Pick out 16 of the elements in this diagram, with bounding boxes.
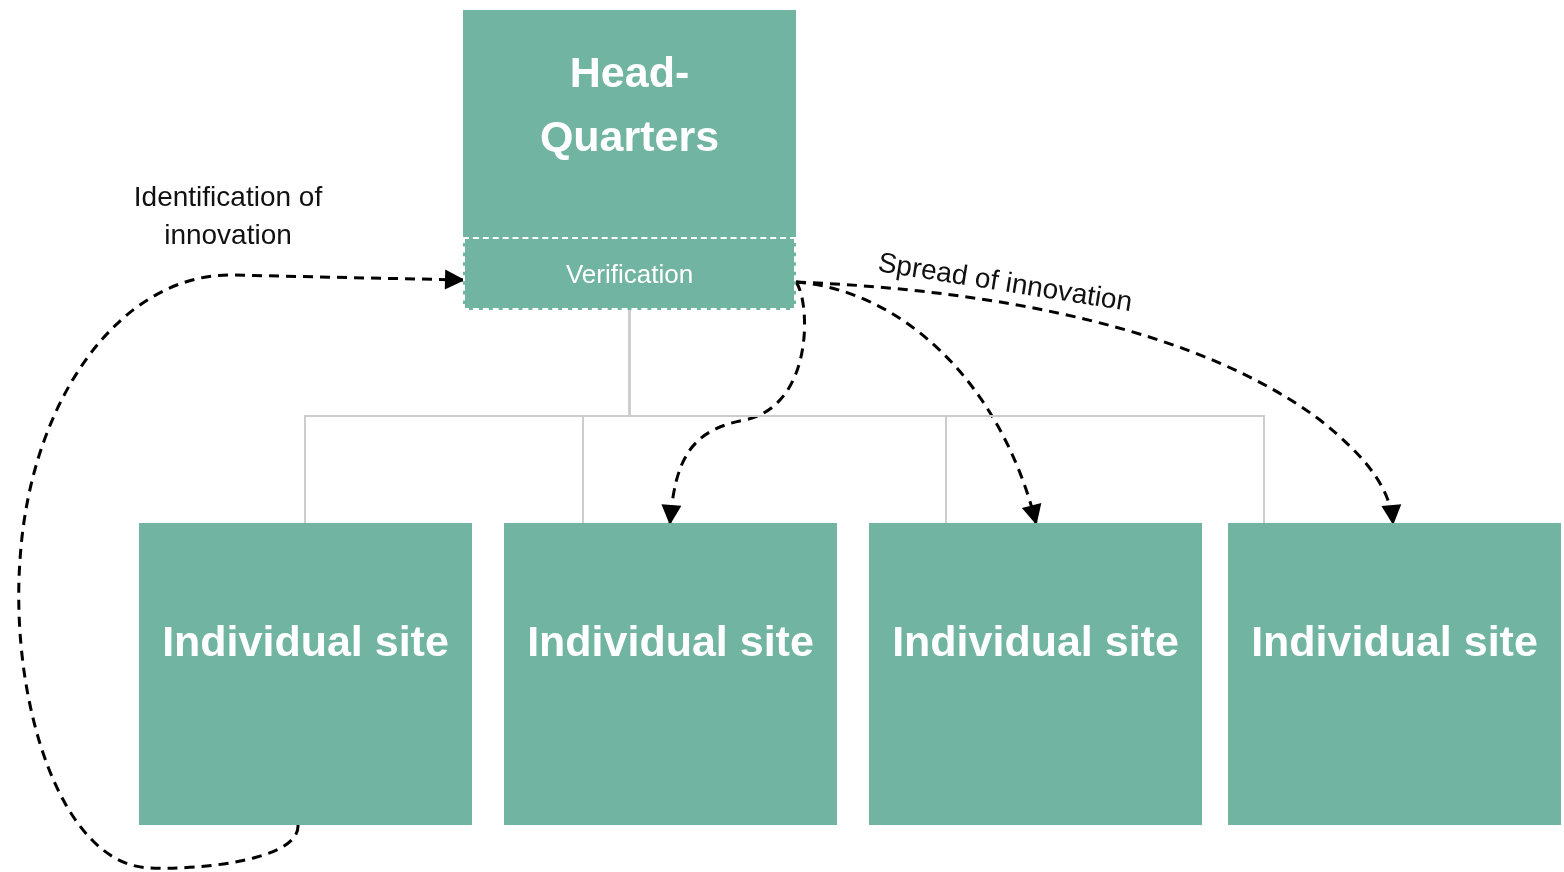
site-box [869,523,1202,825]
site-box [1228,523,1561,825]
dashed-arrow [795,280,1401,525]
box-title: Individual site [161,616,450,667]
site-box [139,523,472,825]
dashed-arrow [17,269,465,870]
box-title: Head-Quarters [538,47,721,162]
box-title: Individual site [891,616,1180,667]
site-box [504,523,837,825]
box-label: Verification [564,258,695,291]
edge-label: Spread of innovation [875,245,1136,320]
headquarters-box [463,10,796,310]
dashed-arrow [661,281,807,525]
verification-box [463,237,796,310]
box-title: Individual site [526,616,815,667]
box-title: Individual site [1250,616,1539,667]
